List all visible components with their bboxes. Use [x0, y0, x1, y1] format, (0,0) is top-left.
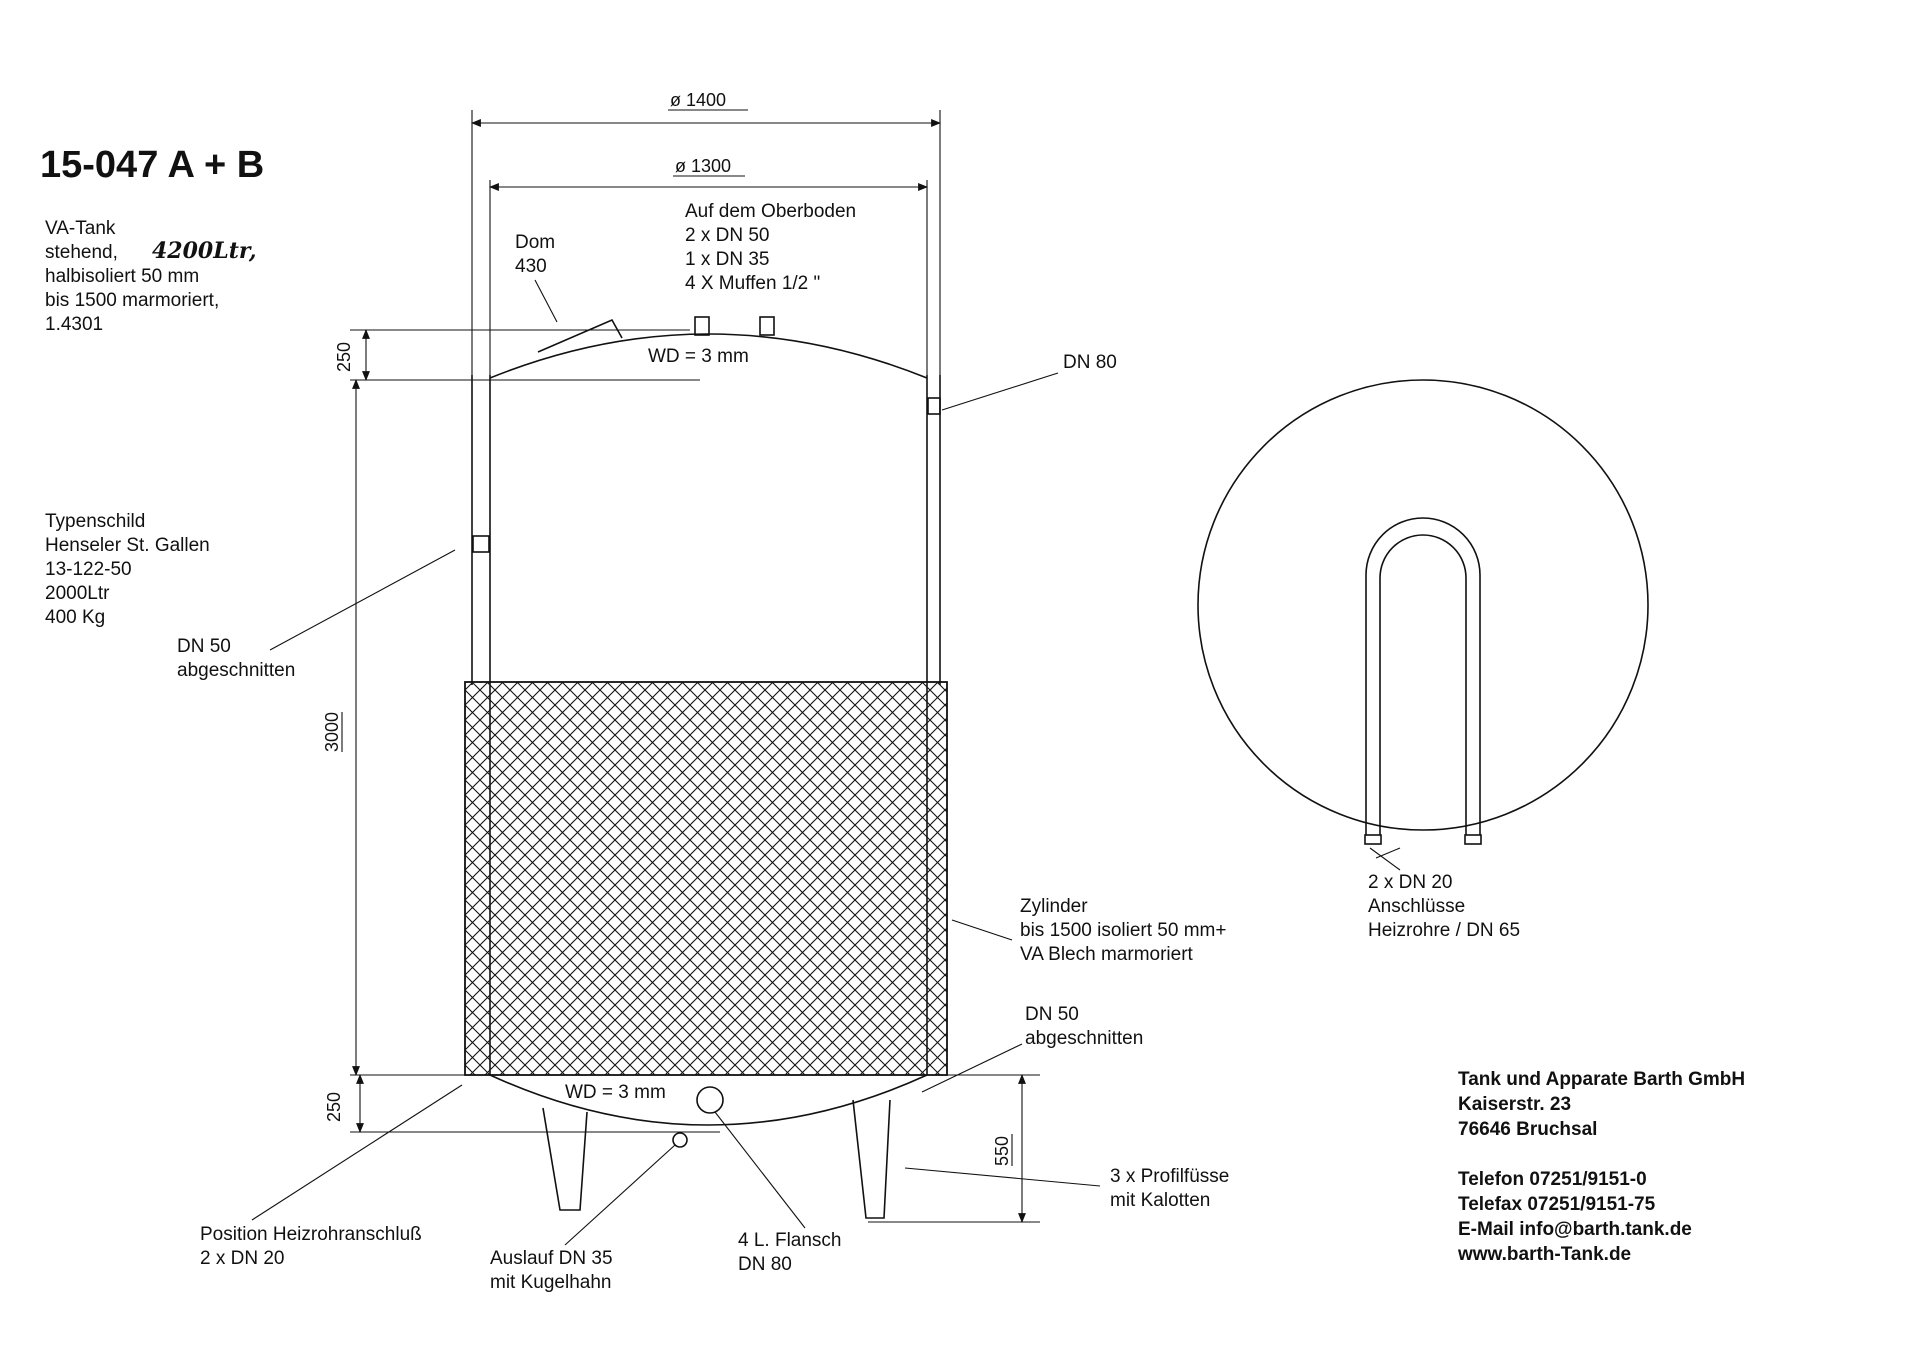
dn50-cut-right-label: DN 50 [1025, 1004, 1079, 1025]
description-line: halbisoliert 50 mm [45, 266, 199, 287]
top-head-dimension: 250 [334, 342, 354, 372]
company-fax: Telefax 07251/9151-75 [1458, 1194, 1656, 1215]
leg-height-dimension: 550 [992, 1136, 1012, 1166]
nameplate-line: Typenschild [45, 511, 145, 532]
wall-thickness-top: WD = 3 mm [648, 346, 749, 367]
nameplate-line: Henseler St. Gallen [45, 535, 210, 556]
nameplate-line: 2000Ltr [45, 583, 110, 604]
bottom-dished-head [489, 1074, 928, 1126]
nameplate-info: Typenschild Henseler St. Gallen 13-122-5… [45, 511, 210, 628]
coil-connection-label: 2 x DN 20 [1368, 872, 1452, 893]
cylinder-height-dimension: 3000 [322, 712, 342, 752]
heating-position-label: Position Heizrohranschluß [200, 1224, 422, 1245]
top-fittings-item: 2 x DN 50 [685, 225, 769, 246]
company-name: Tank und Apparate Barth GmbH [1458, 1069, 1745, 1090]
heating-coil-outer [1365, 517, 1481, 835]
description-line: bis 1500 marmoriert, [45, 290, 219, 311]
top-fittings-item: 1 x DN 35 [685, 249, 769, 270]
coil-connection [1464, 834, 1482, 845]
outer-diameter-label: ø 1400 [670, 90, 726, 110]
company-info: Tank und Apparate Barth GmbH Kaiserstr. … [1457, 1069, 1745, 1265]
diameter-dimensions: ø 1400 ø 1300 [471, 90, 941, 375]
dome-size-label: 430 [515, 256, 547, 277]
company-website: www.barth-Tank.de [1457, 1244, 1631, 1265]
cylinder-insulation-label: bis 1500 isoliert 50 mm+ [1020, 920, 1226, 941]
dome-hatch [537, 318, 623, 353]
top-fittings-item: 4 X Muffen 1/2 " [685, 273, 820, 294]
inner-diameter-label: ø 1300 [675, 156, 731, 176]
top-nozzle [759, 316, 775, 336]
company-city: 76646 Bruchsal [1458, 1119, 1597, 1140]
dn80-stub-right [927, 397, 941, 415]
support-leg [542, 1107, 588, 1211]
dn50-cut-left-label: DN 50 [177, 636, 231, 657]
dn80-label: DN 80 [1063, 352, 1117, 373]
flange-label: 4 L. Flansch [738, 1230, 842, 1251]
top-nozzle [694, 316, 710, 336]
coil-connection [1364, 834, 1382, 845]
description-line: VA-Tank [45, 218, 116, 239]
top-fittings-heading: Auf dem Oberboden [685, 201, 856, 222]
tank-description: VA-Tank stehend, 4200Ltr, halbisoliert 5… [45, 218, 257, 335]
company-email: E-Mail info@barth.tank.de [1458, 1219, 1692, 1240]
dn50-cut-left-sublabel: abgeschnitten [177, 660, 295, 681]
feet-sublabel: mit Kalotten [1110, 1190, 1210, 1211]
cylinder-marbled-label: VA Blech marmoriert [1020, 944, 1194, 965]
nameplate-line: 13-122-50 [45, 559, 132, 580]
support-leg [852, 1099, 891, 1219]
cylinder-label: Zylinder [1020, 896, 1088, 917]
company-phone: Telefon 07251/9151-0 [1458, 1169, 1647, 1190]
coil-heating-label: Heizrohre / DN 65 [1368, 920, 1520, 941]
feet-label: 3 x Profilfüsse [1110, 1166, 1229, 1187]
handwritten-volume: 4200Ltr, [152, 238, 257, 264]
wall-thickness-bottom: WD = 3 mm [565, 1082, 666, 1103]
outlet-label: Auslauf DN 35 [490, 1248, 613, 1269]
heating-position-sublabel: 2 x DN 20 [200, 1248, 284, 1269]
dn50-cut-right-sublabel: abgeschnitten [1025, 1028, 1143, 1049]
insulated-marbled-zone [464, 681, 948, 1076]
flange-sublabel: DN 80 [738, 1254, 792, 1275]
bottom-head-dimension: 250 [324, 1092, 344, 1122]
dome-label: Dom [515, 232, 555, 253]
description-line: stehend, [45, 242, 118, 263]
flange-dn80 [696, 1086, 724, 1114]
heating-coil-inner [1379, 534, 1467, 835]
tank-top-view-circle [1197, 379, 1649, 831]
outlet-dn35 [672, 1132, 688, 1148]
dn50-stub-left [472, 535, 490, 553]
description-line: 1.4301 [45, 314, 103, 335]
tank-body [464, 316, 948, 1219]
drawing-title: 15-047 A + B [40, 144, 264, 186]
outlet-sublabel: mit Kugelhahn [490, 1272, 611, 1293]
annotations: Dom 430 Auf dem Oberboden 2 x DN 50 1 x … [177, 201, 1229, 1293]
nameplate-line: 400 Kg [45, 607, 105, 628]
coil-connection-sublabel: Anschlüsse [1368, 896, 1465, 917]
top-view: 2 x DN 20 Anschlüsse Heizrohre / DN 65 [1197, 379, 1649, 941]
company-street: Kaiserstr. 23 [1458, 1094, 1571, 1115]
